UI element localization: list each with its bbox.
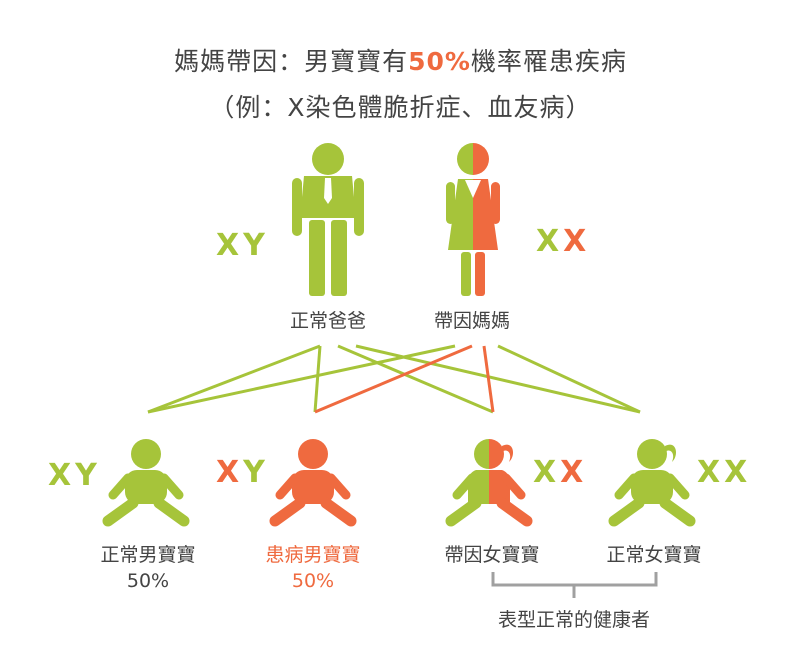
child3-label: 帶因女寶寶 [444, 544, 540, 566]
line-mother-child2 [314, 344, 473, 414]
mother-dress-left [448, 179, 473, 250]
baby-normal-boy [102, 439, 190, 527]
title-suffix: 機率罹患疾病 [470, 47, 627, 76]
father-figure [292, 143, 364, 296]
child3-chrom-normal: X [533, 455, 561, 490]
child2-chromosomes: XY [216, 455, 269, 490]
father-label: 正常爸爸 [289, 310, 366, 332]
mother-dress-right [473, 179, 498, 250]
child3-chrom-affected: X [560, 455, 588, 490]
mother-figure [446, 143, 500, 296]
mother-label: 帶因媽媽 [433, 310, 510, 332]
mother-chromosomes: XX [536, 224, 590, 259]
child1-chromosomes: XY [48, 458, 101, 493]
healthy-label: 表型正常的健康者 [497, 609, 650, 631]
father-left-leg [309, 220, 325, 296]
child2-chrom-normal: Y [243, 455, 269, 490]
healthy-bracket [491, 572, 658, 598]
ponytail [665, 444, 677, 462]
child3-chromosomes: XX [533, 455, 587, 490]
line-father-child2 [313, 345, 322, 413]
title-percent: 50% [408, 47, 471, 76]
father-right-leg [331, 220, 347, 296]
child2-label: 患病男寶寶 [265, 544, 361, 566]
father-right-arm [354, 178, 364, 236]
child2-percent: 50% [291, 570, 335, 592]
child2-chrom-affected: X [216, 455, 244, 490]
child4-chromosomes: XX [697, 455, 752, 490]
child4-label: 正常女寶寶 [606, 544, 702, 566]
mother-right-arm [491, 182, 500, 224]
title-line-2: （例：X染色體脆折症、血友病） [209, 93, 592, 122]
mother-head-right [473, 143, 489, 175]
father-head [312, 143, 344, 175]
father-left-arm [292, 178, 302, 236]
title-line-1: 媽媽帶因：男寶寶有50%機率罹患疾病 [0, 42, 801, 78]
title-prefix: 媽媽帶因：男寶寶有 [174, 47, 409, 76]
father-tie [324, 178, 332, 204]
mother-right-leg [475, 252, 485, 296]
baby-carrier-girl [445, 439, 533, 527]
mother-left-arm [446, 182, 455, 224]
baby-affected-boy [269, 439, 357, 527]
mother-chrom-normal: X [536, 224, 564, 259]
ponytail [502, 444, 514, 462]
line-mother-child3 [482, 345, 495, 413]
baby-normal-girl [608, 439, 696, 527]
line-father-child3 [337, 344, 494, 414]
line-father-child4 [355, 344, 641, 414]
line-mother-child4 [497, 344, 641, 414]
mother-chrom-affected: X [563, 224, 591, 259]
child1-percent: 50% [126, 570, 170, 592]
child1-label: 正常男寶寶 [100, 544, 196, 566]
father-chromosomes: XY [216, 228, 269, 263]
inheritance-lines [147, 344, 641, 414]
line-father-child1 [147, 344, 321, 414]
mother-left-leg [461, 252, 471, 296]
mother-head-left [457, 143, 473, 175]
line-mother-child1 [147, 344, 456, 414]
mother-collar [465, 180, 481, 198]
